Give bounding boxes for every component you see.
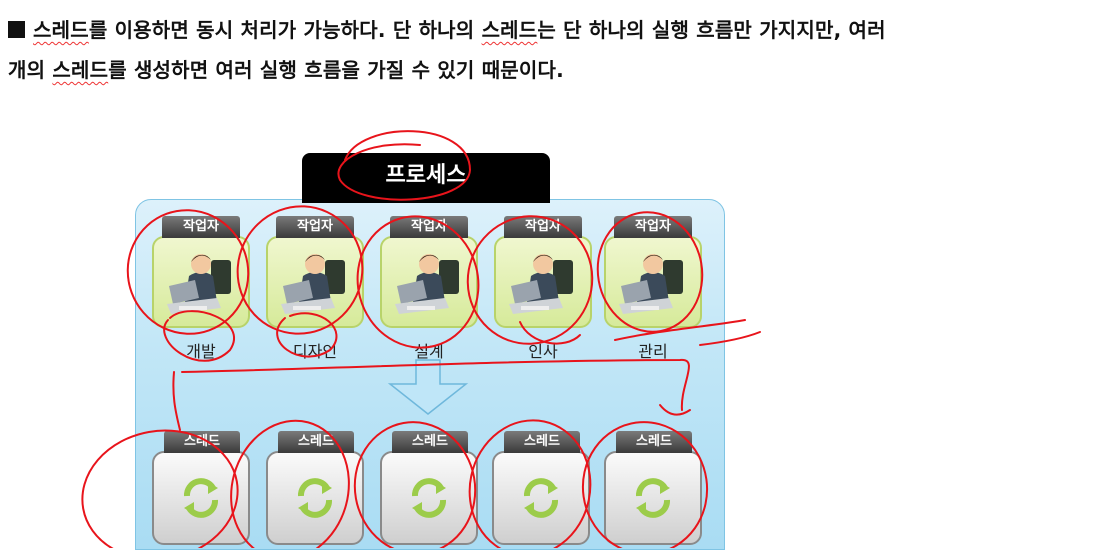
worker-at-desk-icon [619,254,683,314]
thread-card [152,451,250,545]
worker-tag: 작업자 [614,216,692,238]
text-segment: 를 이용하면 동시 처리가 가능하다. 단 하나의 [88,18,482,42]
thread-tag: 스레드 [616,431,692,453]
cycle-arrows-icon [184,478,218,518]
cycle-arrows-icon [636,478,670,518]
paragraph-line-2: 개의 스레드를 생성하면 여러 실행 흐름을 가질 수 있기 때문이다. [8,50,1088,90]
thread-tag: 스레드 [278,431,354,453]
thread-tag: 스레드 [164,431,240,453]
text-segment: 를 생성하면 여러 실행 흐름을 가질 수 있기 때문이다. [108,58,564,82]
cycle-arrows-icon [524,478,558,518]
worker-tag: 작업자 [162,216,240,238]
text-segment: 스레드 [52,58,109,82]
paragraph-line-1: 스레드를 이용하면 동시 처리가 가능하다. 단 하나의 스레드는 단 하나의 … [8,10,1088,50]
worker-card [604,236,702,328]
thread-card [492,451,590,545]
cycle-arrows-icon [412,478,446,518]
worker-tag: 작업자 [390,216,468,238]
thread-tag: 스레드 [504,431,580,453]
process-title: 프로세스 [302,153,550,203]
text-segment: 개의 [8,58,53,82]
thread-card [380,451,478,545]
worker-label: 인사 [528,342,558,361]
worker-card [152,236,250,328]
worker-card [494,236,592,328]
worker-tag: 작업자 [276,216,354,238]
worker-label: 설계 [414,342,444,361]
text-segment: 스레드 [481,18,538,42]
worker-at-desk-icon [167,254,231,314]
worker-card [380,236,478,328]
thread-card [604,451,702,545]
text-segment: 스레드 [33,18,89,42]
worker-at-desk-icon [395,254,459,314]
description-paragraph: 스레드를 이용하면 동시 처리가 가능하다. 단 하나의 스레드는 단 하나의 … [8,10,1088,90]
square-bullet-icon [8,21,25,38]
text-segment: 는 단 하나의 실행 흐름만 가지지만, 여러 [537,18,886,42]
worker-at-desk-icon [509,254,573,314]
worker-label: 관리 [638,342,668,361]
worker-tag: 작업자 [504,216,582,238]
cycle-arrows-icon [298,478,332,518]
worker-label: 개발 [186,342,216,361]
thread-card [266,451,364,545]
worker-card [266,236,364,328]
worker-label: 디자인 [292,342,338,361]
thread-tag: 스레드 [392,431,468,453]
worker-at-desk-icon [281,254,345,314]
